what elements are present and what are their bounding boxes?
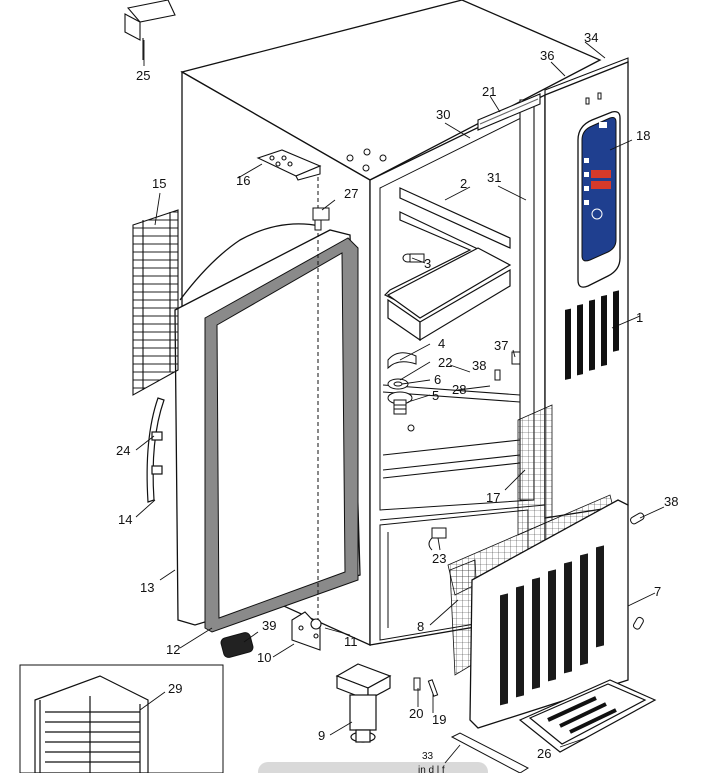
callout-5: 5	[432, 388, 439, 403]
callout-39: 39	[262, 618, 276, 633]
callout-19: 19	[432, 712, 446, 727]
callout-36: 36	[540, 48, 554, 63]
callout-14: 14	[118, 512, 132, 527]
wire-rack	[132, 209, 179, 396]
tray	[383, 187, 512, 342]
column-vents	[565, 290, 619, 380]
callout-37: 37	[494, 338, 508, 353]
probe	[220, 632, 254, 658]
strip	[450, 732, 530, 774]
callout-23: 23	[432, 551, 446, 566]
callout-9: 9	[318, 728, 325, 743]
grille-slots	[500, 545, 604, 706]
callout-20: 20	[409, 706, 423, 721]
hinge-pin	[312, 207, 330, 231]
callout-18: 18	[636, 128, 650, 143]
callout-17: 17	[486, 490, 500, 505]
callout-16: 16	[236, 173, 250, 188]
callout-31: 31	[487, 170, 501, 185]
callout-1: 1	[636, 310, 643, 325]
callout-25: 25	[136, 68, 150, 83]
callout-6: 6	[434, 372, 441, 387]
pins	[413, 677, 439, 697]
callout-4: 4	[438, 336, 445, 351]
callout-13: 13	[140, 580, 154, 595]
callout-8: 8	[417, 619, 424, 634]
top-bracket	[124, 0, 176, 60]
small-fittings	[387, 253, 525, 432]
drip-tray	[518, 679, 657, 753]
callout-11: 11	[344, 634, 358, 649]
callout-3: 3	[424, 256, 431, 271]
callout-12: 12	[166, 642, 180, 657]
leader-lines	[135, 40, 665, 764]
callout-7: 7	[654, 584, 661, 599]
callout-22: 22	[438, 355, 452, 370]
cropped-caption-box	[258, 762, 488, 778]
callout-33: 33	[422, 751, 434, 762]
hinge-marks	[585, 92, 602, 105]
door-gasket	[204, 237, 359, 633]
callout-28: 28	[452, 382, 466, 397]
callout-2: 2	[460, 176, 467, 191]
hinge-bracket	[291, 611, 322, 651]
top-holes	[346, 148, 387, 172]
callout-38-grille: 38	[664, 494, 678, 509]
foot	[335, 663, 392, 743]
clip	[428, 527, 447, 551]
callout-30: 30	[436, 107, 450, 122]
callout-15: 15	[152, 176, 166, 191]
callout-10: 10	[257, 650, 271, 665]
control-panel	[581, 117, 617, 262]
trolley-inset	[19, 664, 224, 774]
partial-caption: in d l f	[418, 765, 445, 773]
callout-34: 34	[584, 30, 598, 45]
callout-27: 27	[344, 186, 358, 201]
grille-screws	[630, 512, 645, 630]
door-handle	[146, 397, 165, 503]
callout-38-interior: 38	[472, 358, 486, 373]
hinge-plate	[256, 149, 322, 181]
callout-29: 29	[168, 681, 182, 696]
callout-21: 21	[482, 84, 496, 99]
callout-26: 26	[537, 746, 551, 761]
callout-24: 24	[116, 443, 130, 458]
callout-labels: 1 2 3 4 5 6 7 8 9 10 11 12 13 14 15 16 1…	[116, 30, 678, 776]
